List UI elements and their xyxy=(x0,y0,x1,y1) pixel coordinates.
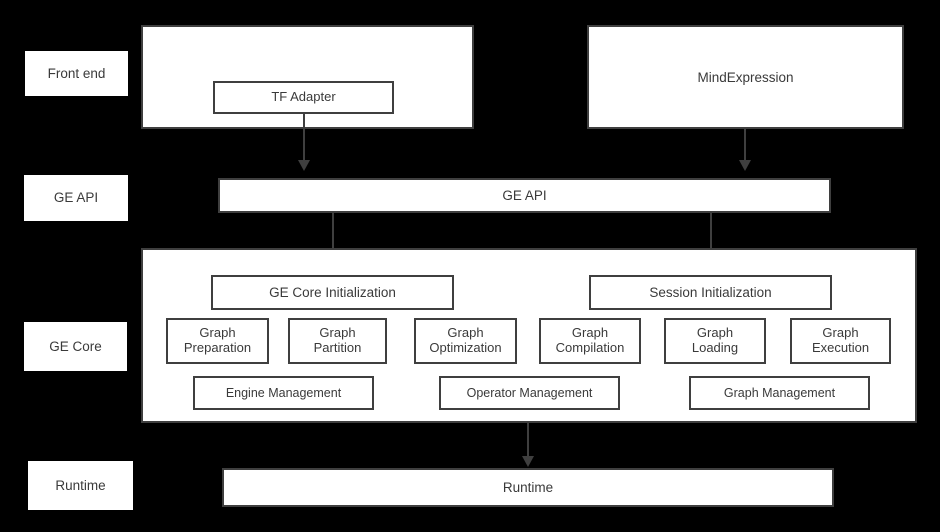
operator-management-node[interactable]: Operator Management xyxy=(439,376,620,410)
graph-compilation-node[interactable]: Graph Compilation xyxy=(539,318,641,364)
graph-execution-node[interactable]: Graph Execution xyxy=(790,318,891,364)
engine-management-node[interactable]: Engine Management xyxy=(193,376,374,410)
stage-label-front-end: Front end xyxy=(25,51,128,96)
session-initialization-node[interactable]: Session Initialization xyxy=(589,275,832,310)
stage-label-ge-core: GE Core xyxy=(24,322,127,371)
graph-preparation-node[interactable]: Graph Preparation xyxy=(166,318,269,364)
graph-partition-node[interactable]: Graph Partition xyxy=(288,318,387,364)
stage-label-runtime: Runtime xyxy=(28,461,133,510)
runtime-node[interactable]: Runtime xyxy=(222,468,834,507)
graph-optimization-node[interactable]: Graph Optimization xyxy=(414,318,517,364)
stage-label-ge-api: GE API xyxy=(24,175,128,221)
tf-adapter-node[interactable]: TF Adapter xyxy=(213,81,394,114)
ge-core-initialization-node[interactable]: GE Core Initialization xyxy=(211,275,454,310)
graph-management-node[interactable]: Graph Management xyxy=(689,376,870,410)
ge-api-node[interactable]: GE API xyxy=(218,178,831,213)
mindexpression-container: MindExpression xyxy=(587,25,904,129)
graph-loading-node[interactable]: Graph Loading xyxy=(664,318,766,364)
mindexpression-title: MindExpression xyxy=(697,70,794,85)
